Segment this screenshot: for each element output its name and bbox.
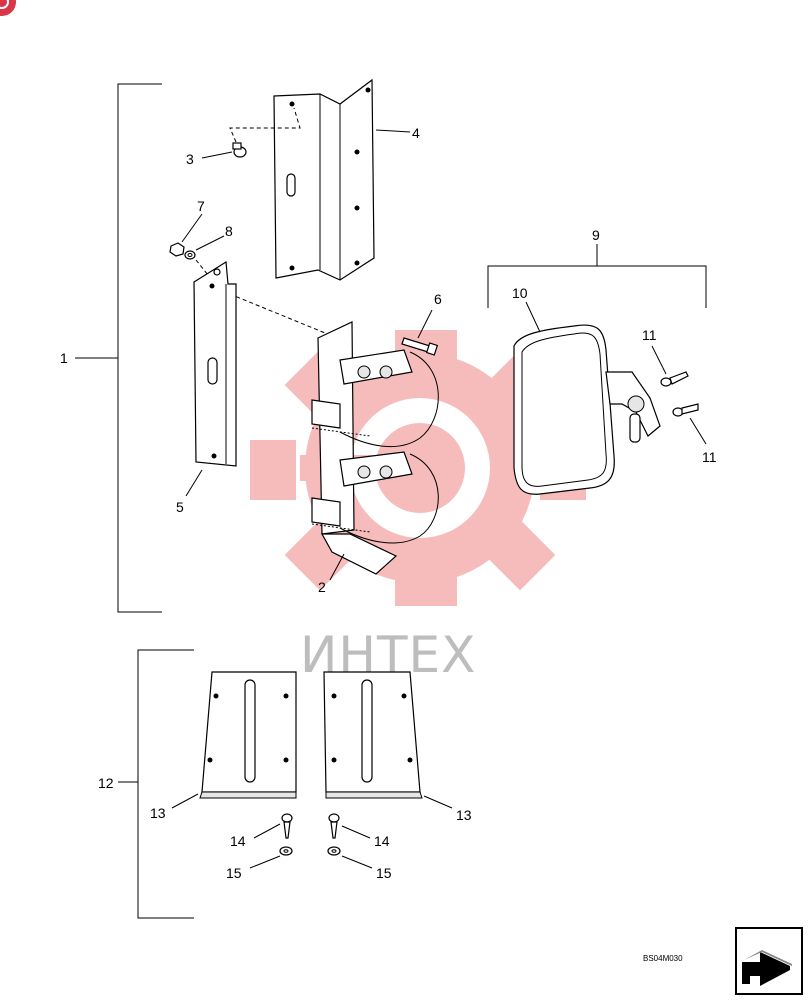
- callout-8: 8: [225, 223, 233, 239]
- part-screw-14-right: [328, 813, 340, 839]
- callout-5: 5: [176, 499, 184, 515]
- callout-13a: 13: [150, 805, 166, 821]
- callout-11b: 11: [702, 449, 717, 465]
- callout-15a: 15: [226, 865, 242, 881]
- callout-9: 9: [592, 227, 600, 243]
- callout-2: 2: [318, 579, 326, 595]
- part-washer-15-right: [327, 846, 341, 856]
- callout-7: 7: [197, 198, 205, 214]
- callout-6: 6: [434, 291, 442, 307]
- part-mirror: [513, 324, 661, 495]
- callout-1: 1: [60, 350, 68, 366]
- part-screw-11a: [660, 371, 689, 387]
- part-nut-7: [169, 242, 185, 257]
- part-angle-bracket: [273, 78, 375, 281]
- part-bolt-3: [232, 142, 247, 158]
- callout-15b: 15: [376, 865, 392, 881]
- callout-14a: 14: [230, 833, 246, 849]
- callout-10: 10: [512, 285, 528, 301]
- part-plate-13-right: [323, 671, 423, 799]
- callout-4: 4: [412, 125, 420, 141]
- group-bracket-12: [137, 649, 194, 919]
- part-strap-plate: [193, 260, 237, 467]
- next-page-arrow-icon[interactable]: [735, 927, 803, 995]
- part-washer-8: [184, 250, 196, 260]
- red-circle-icon: [0, 0, 16, 16]
- drawing-code: BS04M030: [643, 954, 683, 963]
- callout-12: 12: [98, 775, 114, 791]
- part-plate-13-left: [199, 671, 297, 799]
- part-screw-14-left: [281, 813, 293, 839]
- callout-3: 3: [186, 151, 194, 167]
- group-bracket-1: [117, 83, 162, 613]
- part-screw-11b: [672, 403, 699, 417]
- part-bolt-6: [401, 337, 439, 356]
- part-holder-bracket: [311, 321, 439, 575]
- callout-11a: 11: [642, 327, 657, 343]
- part-washer-15-left: [279, 846, 293, 856]
- callout-13b: 13: [456, 807, 472, 823]
- callout-14b: 14: [374, 833, 390, 849]
